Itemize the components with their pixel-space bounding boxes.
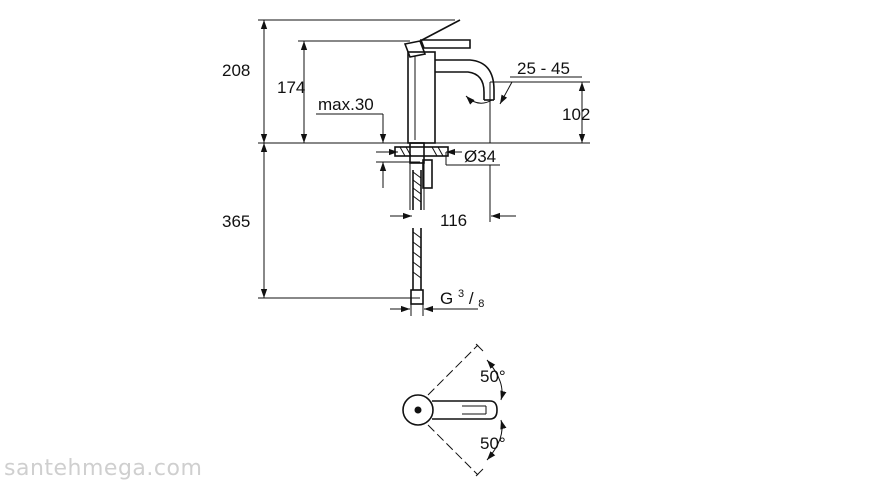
label-hole-diameter: Ø34 <box>464 147 496 166</box>
label-angle-bottom: 50° <box>480 434 506 453</box>
body-circle <box>402 394 434 426</box>
top-view: 50° 50° <box>402 343 507 477</box>
label-angle-top: 50° <box>480 367 506 386</box>
faucet-body <box>403 19 495 144</box>
side-elevation: 208 174 max.30 25 - 45 102 Ø34 365 116 G… <box>222 19 590 316</box>
flexible-hose <box>410 170 424 305</box>
label-thread: G 3 / 8 <box>440 282 484 310</box>
swing-line-top <box>427 344 479 396</box>
swing-line-bottom <box>427 424 479 476</box>
label-below-height: 365 <box>222 212 250 231</box>
watermark: santehmega.com <box>4 456 203 481</box>
label-projection: 116 <box>440 211 467 230</box>
spout-top-outline <box>432 400 498 420</box>
label-swivel-angle: 25 - 45 <box>517 59 570 78</box>
label-outlet-height: 102 <box>562 105 590 124</box>
label-spout-height: 174 <box>277 78 305 97</box>
label-total-height: 208 <box>222 61 250 80</box>
label-max-thickness: max.30 <box>318 95 374 114</box>
